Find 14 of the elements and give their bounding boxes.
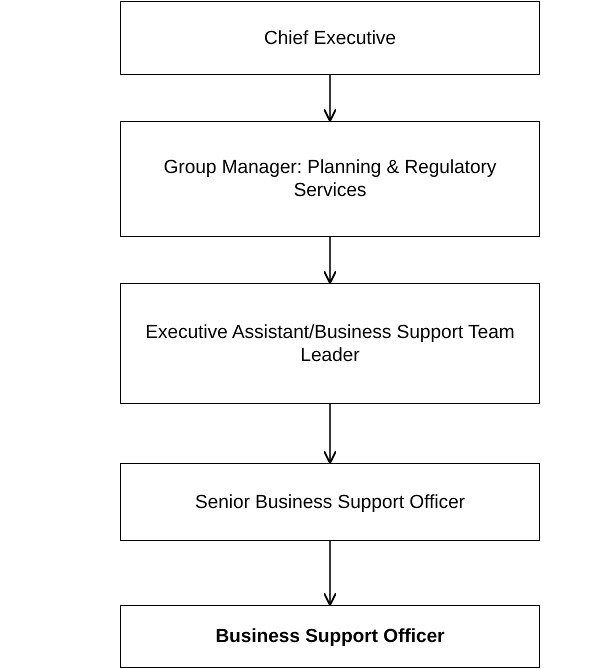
role-title: Chief Executive bbox=[264, 26, 396, 50]
role-box bbox=[120, 605, 540, 668]
arrow bbox=[323, 541, 337, 606]
arrow bbox=[323, 404, 337, 464]
role-title: Senior Business Support Officer bbox=[194, 490, 465, 514]
role-box bbox=[120, 121, 540, 237]
role-title: Executive Assistant/Business Support Team Leader bbox=[144, 320, 516, 366]
arrow bbox=[323, 237, 337, 284]
role-box bbox=[120, 463, 540, 541]
role-title: Group Manager: Planning & Regulatory Services bbox=[162, 156, 498, 202]
role-title: Business Support Officer bbox=[215, 625, 445, 648]
role-box bbox=[120, 283, 540, 404]
arrow bbox=[323, 75, 337, 122]
role-box bbox=[120, 1, 540, 75]
